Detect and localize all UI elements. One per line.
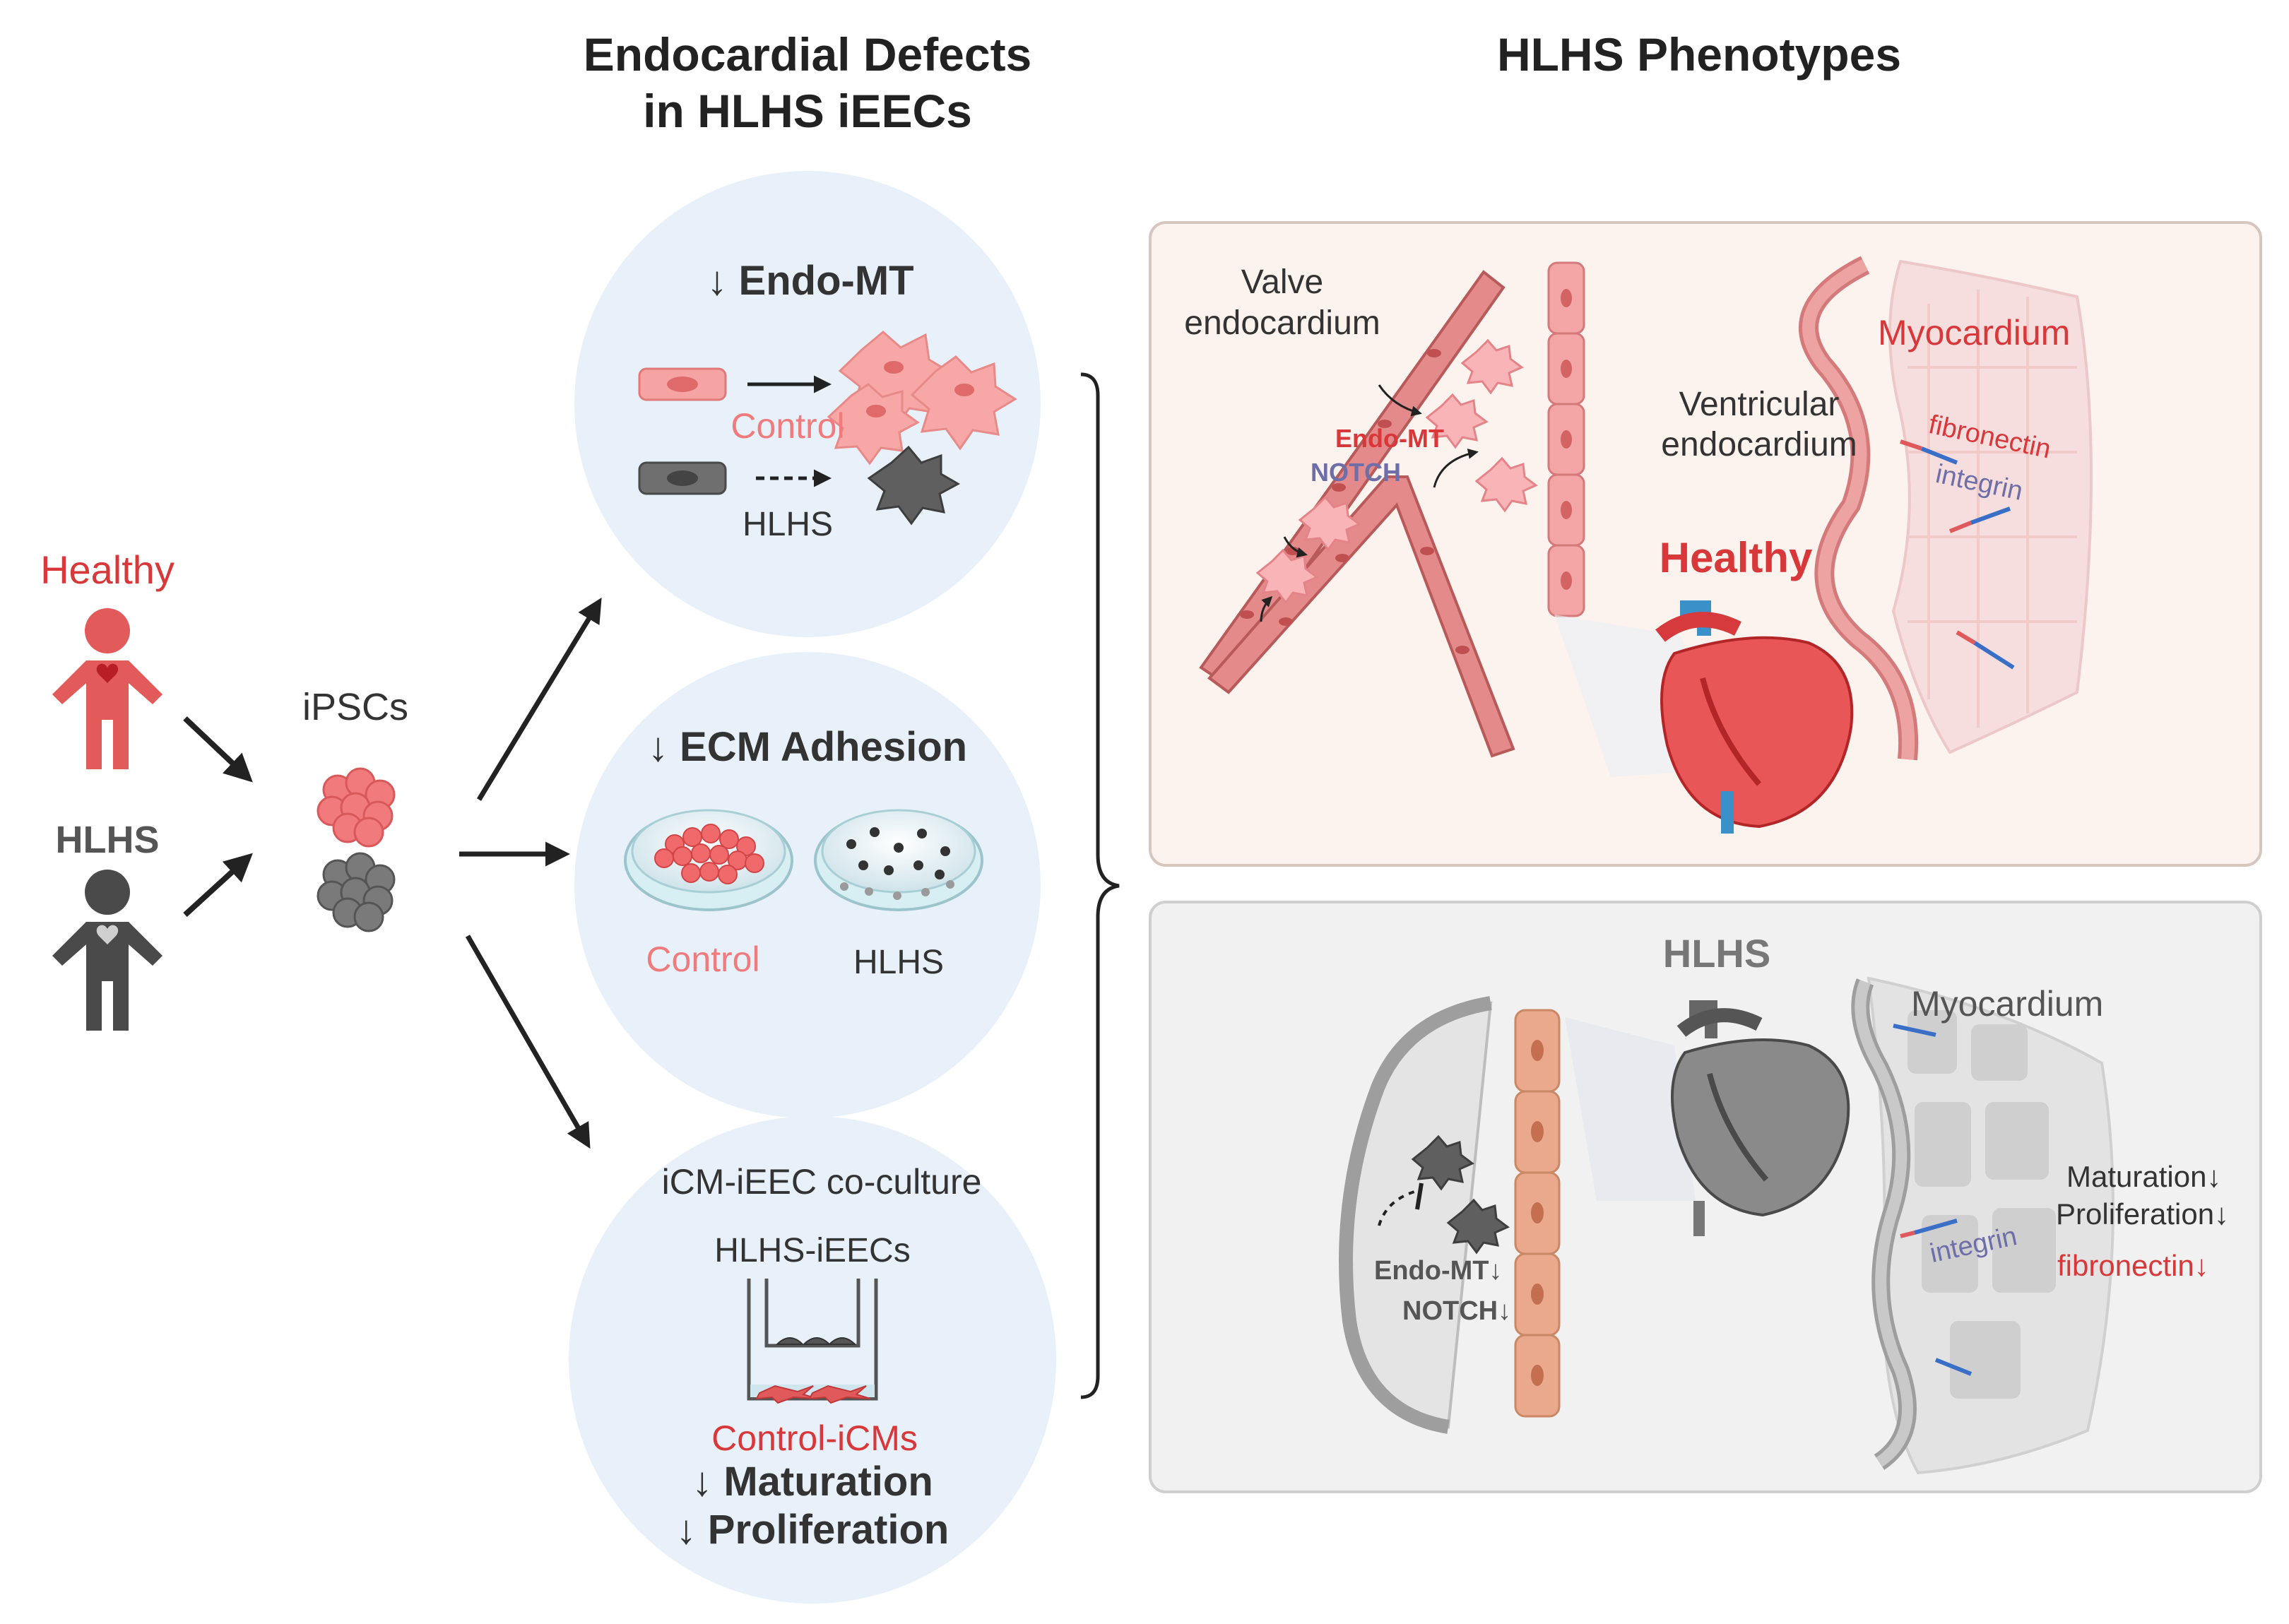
ipscs-label: iPSCs — [302, 686, 409, 728]
coculture-result-maturation: ↓ Maturation — [692, 1459, 933, 1505]
healthy-myocardium-label: Myocardium — [1878, 313, 2071, 352]
endomt-circle — [574, 171, 1041, 637]
defects-heading-line2: in HLHS iEECs — [643, 85, 972, 137]
coculture-lower-label: Control-iCMs — [711, 1418, 918, 1458]
valve-endocardium-label-line2: endocardium — [1184, 304, 1380, 342]
endomt-control-label: Control — [731, 406, 845, 446]
hlhs-myocardium-icon — [1851, 976, 2114, 1475]
hlhs-fibronectin-label: fibronectin↓ — [2057, 1249, 2209, 1282]
hlhs-transitioning-cells-icon — [1411, 1134, 1510, 1255]
control-icm-layer-icon — [755, 1385, 871, 1404]
healthy-label: Healthy — [40, 547, 175, 592]
arrow-hlhs-to-ipscs — [183, 853, 253, 917]
valve-endocardium-label-line1: Valve — [1241, 263, 1324, 301]
ecm-adhesion-title: ↓ ECM Adhesion — [647, 724, 968, 770]
hlhs-heart-icon — [1565, 1000, 1850, 1236]
hlhs-ipsc-colony-icon — [317, 852, 396, 932]
ecm-hlhs-label: HLHS — [853, 944, 945, 981]
coculture-upper-label: HLHS-iEECs — [714, 1232, 911, 1269]
healthy-endomt-label: Endo-MT — [1335, 424, 1444, 453]
ecm-adhesion-circle — [574, 652, 1041, 1118]
hlhs-mesenchymal-cell-icon — [867, 445, 961, 526]
endomt-hlhs-label: HLHS — [742, 506, 834, 543]
hlhs-proliferation-label: Proliferation↓ — [2056, 1197, 2230, 1231]
control-mesenchymal-cells-icon — [827, 331, 1017, 466]
hlhs-ieec-layer-icon — [775, 1337, 857, 1345]
ventricular-endocardium-label-line1: Ventricular — [1679, 386, 1840, 423]
phenotypes-heading: HLHS Phenotypes — [1496, 28, 1902, 81]
healthy-ipsc-colony-icon — [317, 767, 396, 848]
hlhs-myocardium-label: Myocardium — [1911, 984, 2104, 1024]
healthy-panel-label: Healthy — [1659, 534, 1813, 581]
healthy-myocardium-icon — [1799, 256, 2093, 761]
coculture-title: iCM-iEEC co-culture — [661, 1162, 982, 1202]
blocked-transition-icon — [1378, 1190, 1415, 1226]
hlhs-endomt-label: Endo-MT↓ — [1374, 1256, 1503, 1286]
healthy-transitioning-cells-icon — [1255, 338, 1538, 605]
hlhs-integrin-fibronectin-icon — [1893, 1024, 1972, 1376]
defects-heading-line1: Endocardial Defects — [583, 28, 1032, 81]
healthy-integrin-fibronectin-icon — [1900, 439, 2015, 670]
hlhs-panel-label: HLHS — [1662, 931, 1771, 976]
coculture-result-proliferation: ↓ Proliferation — [675, 1507, 950, 1553]
hlhs-petri-dish-icon — [814, 809, 983, 911]
hlhs-person-icon — [52, 870, 162, 1031]
hlhs-notch-label: NOTCH↓ — [1402, 1296, 1512, 1326]
arrow-to-coculture — [465, 935, 591, 1149]
healthy-person-icon — [52, 608, 162, 769]
control-petri-dish-icon — [624, 809, 793, 911]
arrow-healthy-to-ipscs — [183, 716, 253, 783]
hlhs-valve-endocardium-icon — [1339, 996, 1493, 1434]
hlhs-maturation-label: Maturation↓ — [2066, 1160, 2222, 1193]
arrow-to-endomt — [477, 598, 602, 801]
healthy-heart-icon — [1554, 600, 1854, 834]
endomt-title: ↓ Endo-MT — [706, 258, 914, 304]
ventricular-endocardium-label-line2: endocardium — [1661, 426, 1857, 463]
hlhs-label: HLHS — [55, 819, 160, 861]
grouping-brace — [1080, 372, 1120, 1399]
ecm-control-label: Control — [646, 940, 760, 979]
coculture-circle — [569, 1116, 1056, 1604]
healthy-notch-label: NOTCH — [1311, 458, 1401, 487]
